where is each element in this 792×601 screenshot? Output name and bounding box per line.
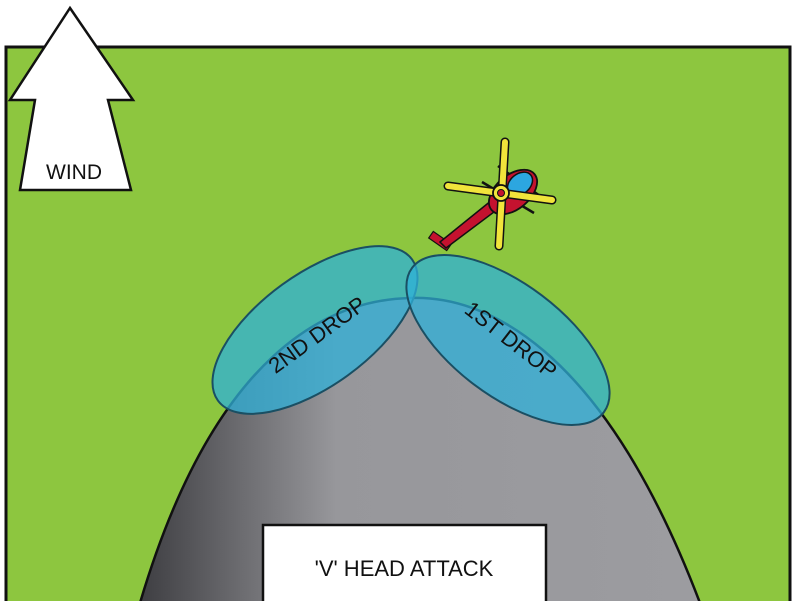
- tactic-label: 'V' HEAD ATTACK: [315, 556, 494, 581]
- wind-label: WIND: [46, 161, 102, 184]
